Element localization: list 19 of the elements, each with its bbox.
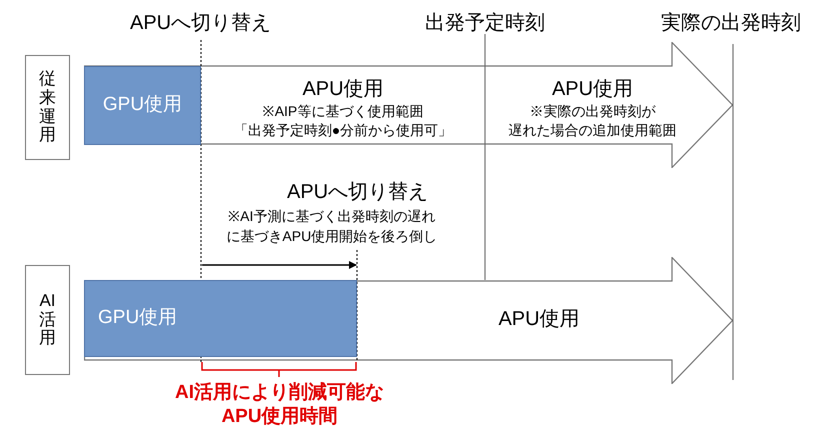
timeline-label: 出発予定時刻 — [424, 11, 546, 36]
gpu-usage-bar — [84, 66, 201, 145]
note-text: ※AIP等に基づく使用範囲 — [262, 102, 424, 120]
note-text: ※AI予測に基づく出発時刻の遅れに基づきAPU使用開始を後ろ倒し — [225, 207, 438, 246]
segment-title: APU使用 — [498, 306, 580, 332]
bar-label: GPU使用 — [98, 306, 178, 330]
timeline-label: APUへ切り替え — [287, 180, 427, 205]
note-text: ※実際の出発時刻が — [530, 102, 656, 120]
row-label-box: AI活用 — [25, 265, 70, 375]
note-text: 遅れた場合の追加使用範囲 — [508, 120, 676, 140]
note-text: 「出発予定時刻●分前から使用可」 — [234, 120, 452, 140]
segment-title: APU使用 — [302, 76, 384, 102]
timeline-label: 実際の出発時刻 — [660, 11, 802, 36]
row-label-box: 従来運用 — [25, 55, 70, 160]
timeline-label: APUへ切り替え — [130, 11, 270, 36]
callout-text: AI活用により削減可能なAPU使用時間 — [175, 381, 384, 429]
gpu-usage-bar — [84, 280, 357, 357]
bar-label: GPU使用 — [102, 93, 182, 118]
segment-title: APU使用 — [552, 76, 634, 102]
